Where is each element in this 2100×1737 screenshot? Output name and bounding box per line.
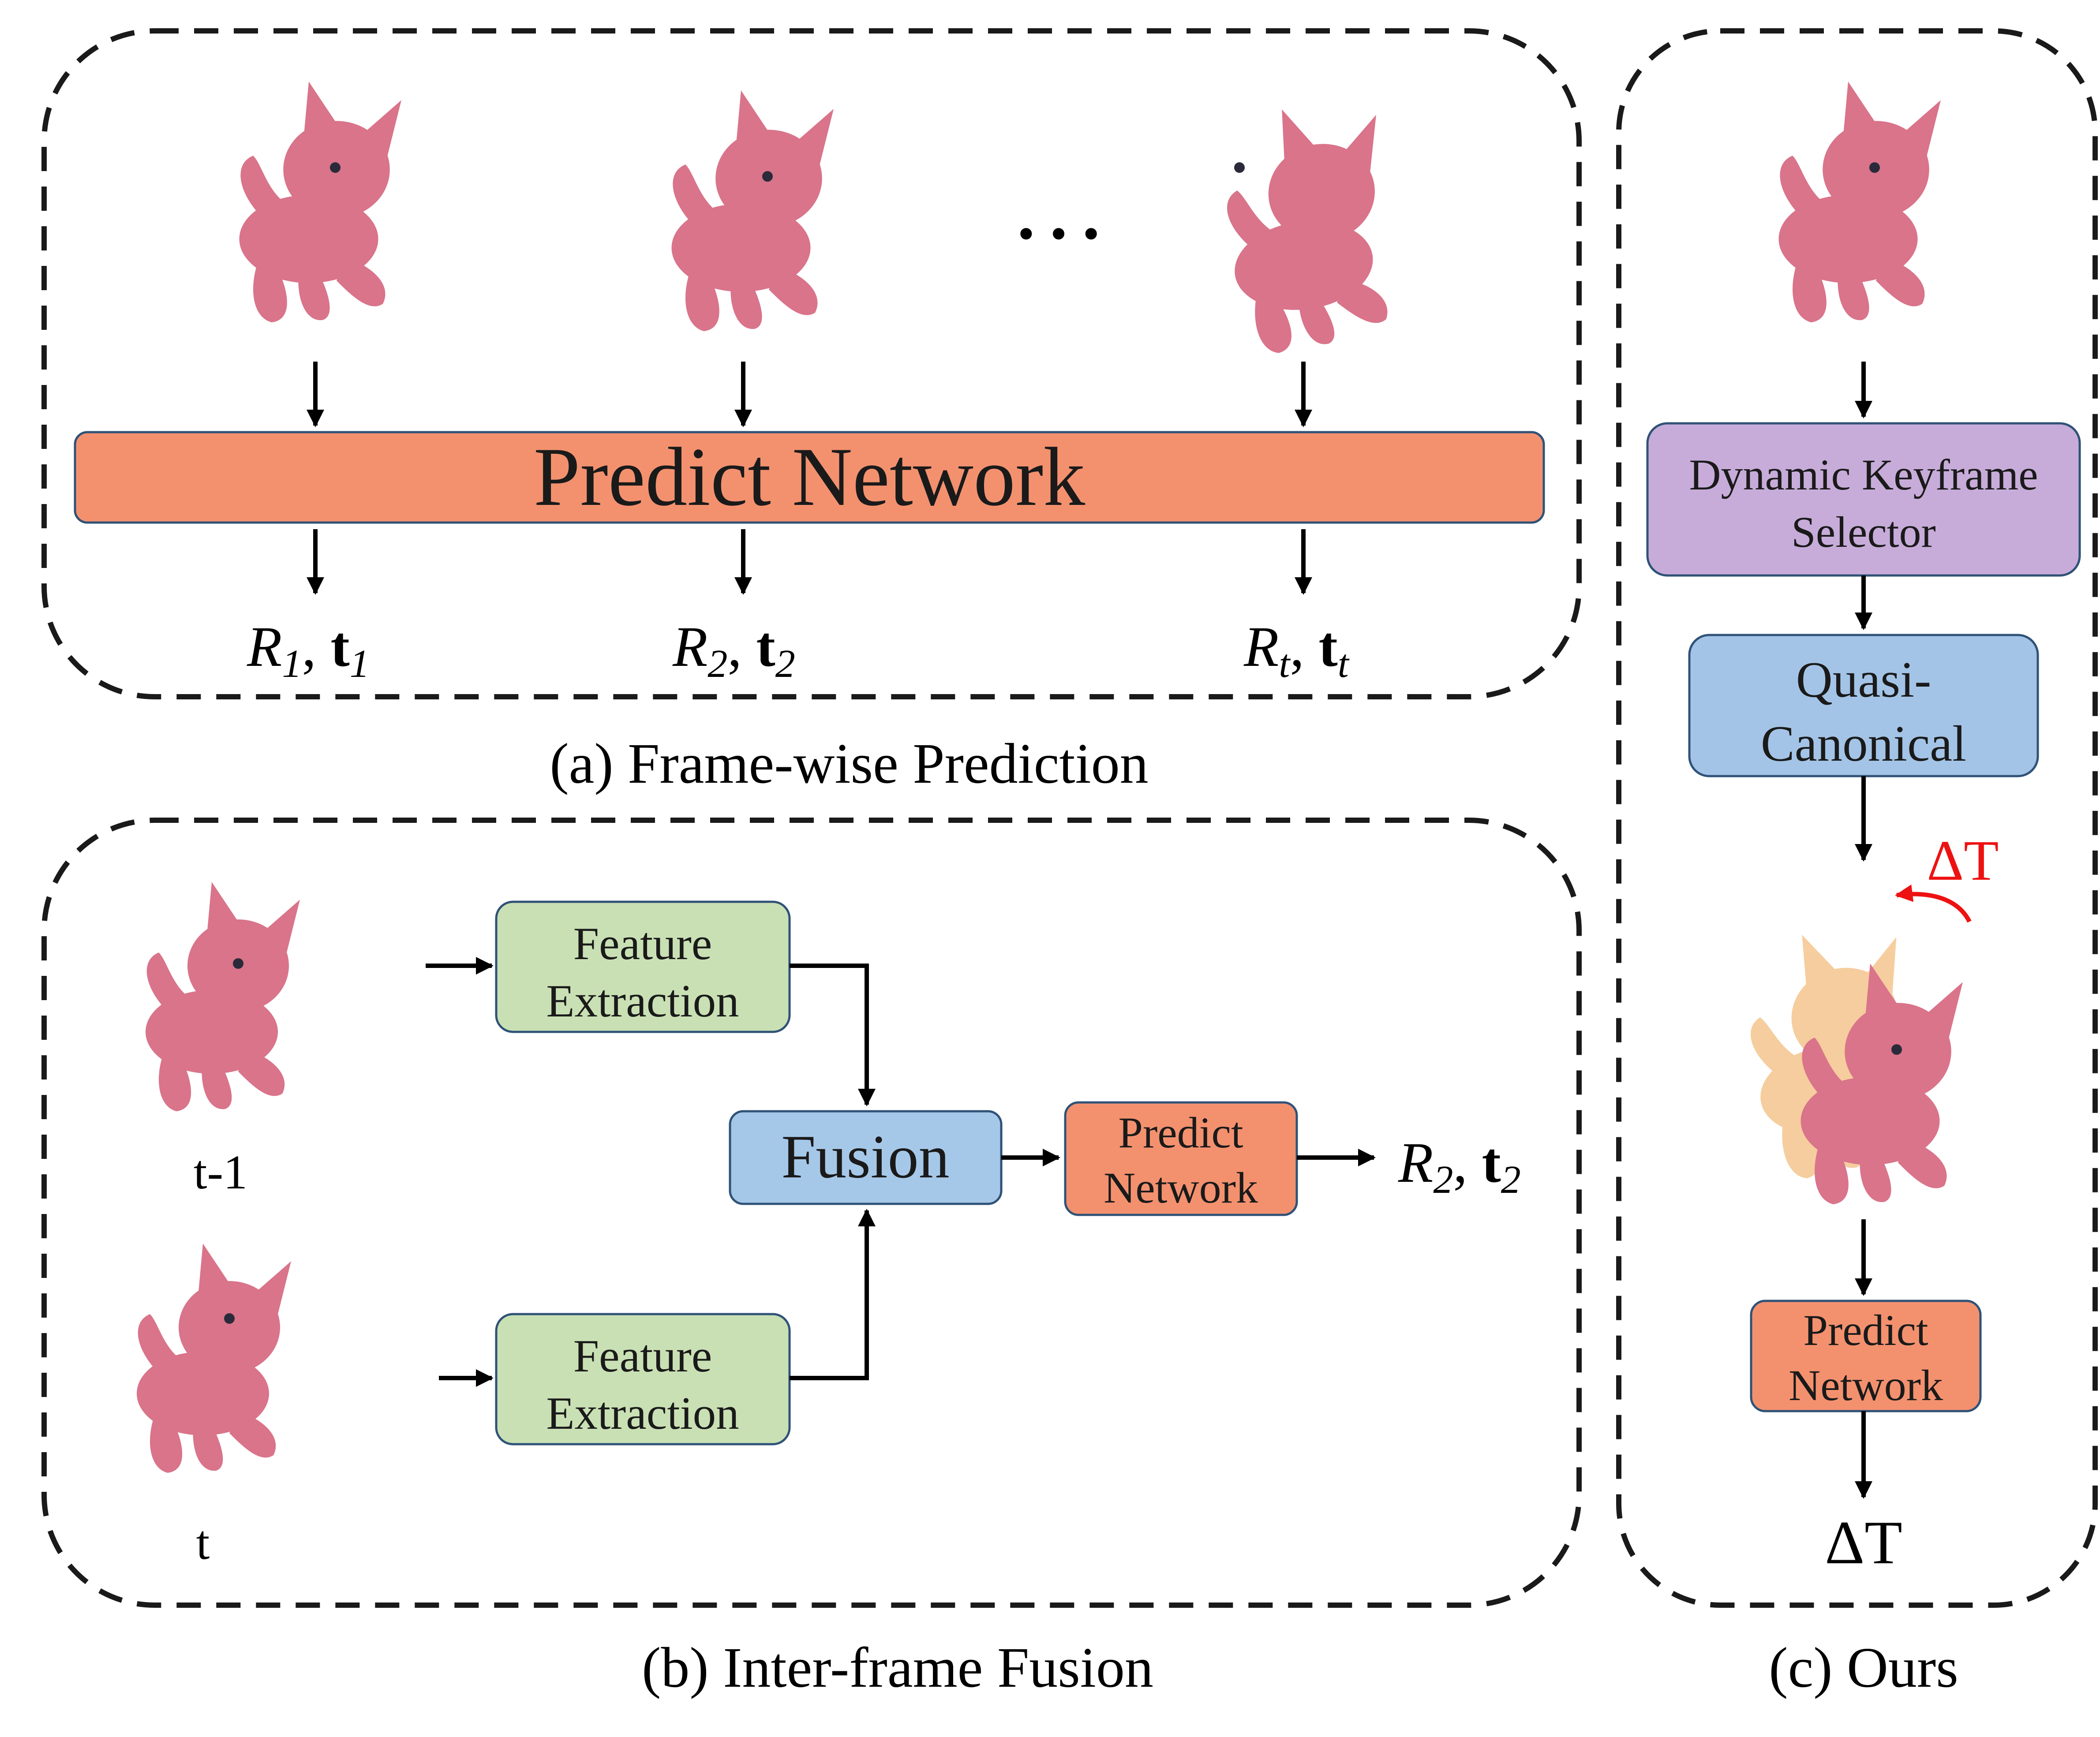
caption-c: (c) Ours: [1769, 1636, 1958, 1700]
rotation-arrow-icon: [1895, 884, 1972, 923]
cat-image-c-top: [1778, 82, 1941, 323]
output-pose-b: R2, t2: [1398, 1131, 1521, 1202]
panel-c-frame: [1616, 28, 2098, 1608]
cat-image-b1: [146, 882, 300, 1111]
arrow-feature1-to-fusion: [790, 964, 876, 1106]
cat-image-a2: [671, 90, 834, 332]
cat-image-a3: [1213, 96, 1407, 358]
panel-b-frame: [41, 818, 1582, 1608]
cat-image-a1: [239, 82, 401, 323]
ellipsis: …: [1010, 152, 1107, 259]
caption-b: (b) Inter-frame Fusion: [642, 1636, 1153, 1700]
delta-t-output: ΔT: [1825, 1509, 1902, 1577]
predict-network-bar-label: Predict Network: [534, 431, 1086, 523]
panel-a-frame: [41, 28, 1582, 699]
arrow-feature2-to-fusion: [790, 1209, 876, 1380]
fusion-box-label: Fusion: [781, 1123, 949, 1191]
delta-t-red-label: ΔT: [1927, 829, 1999, 893]
predict-network-bar: [74, 431, 1545, 524]
output-pose-2: R2, t2: [672, 615, 795, 686]
cat-image-b2: [137, 1244, 291, 1473]
frame-label-t-minus-1: t-1: [194, 1145, 247, 1199]
cat-image-c-aligned: [1733, 919, 1963, 1204]
output-pose-1: R1, t1: [247, 615, 370, 686]
output-pose-t: Rt, tt: [1243, 615, 1350, 686]
caption-a: (a) Frame-wise Prediction: [550, 732, 1148, 796]
quasi-canonical-box-label: Quasi-Canonical: [1761, 652, 1966, 772]
frame-label-t: t: [196, 1516, 210, 1569]
